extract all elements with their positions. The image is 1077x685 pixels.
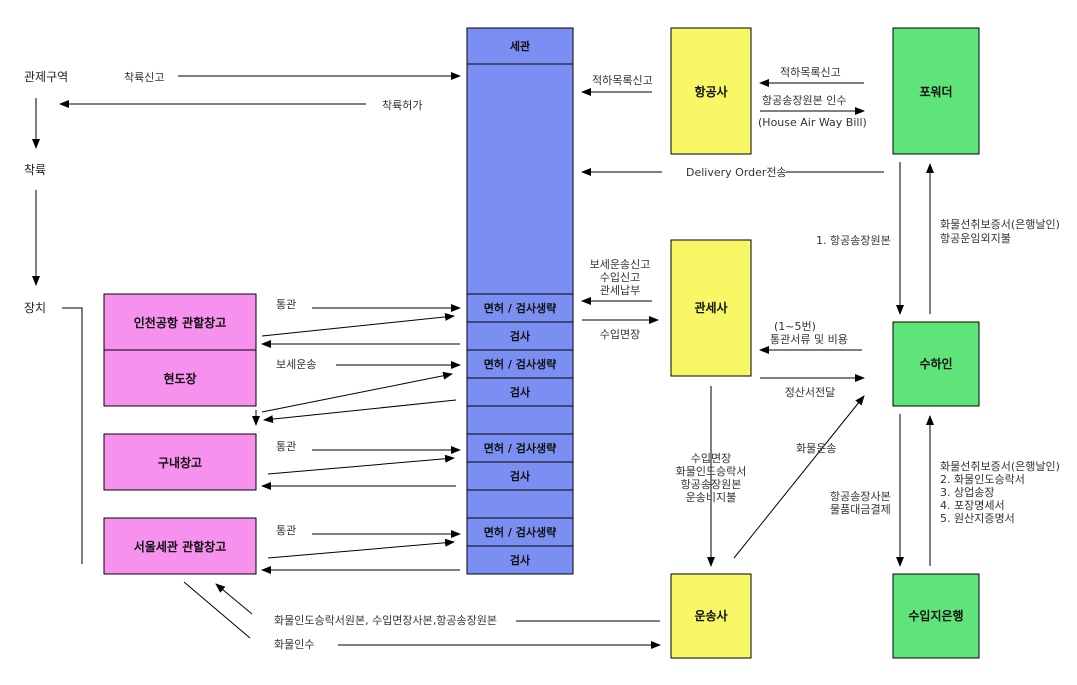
inner-warehouse-box: 구내창고	[103, 433, 257, 491]
delivery-docs-label: 화물인도승락서원본, 수입면장사본,항공송장원본	[274, 614, 497, 627]
customs-cell	[466, 517, 574, 547]
import-bank-box: 수입지은행	[892, 573, 980, 659]
airline-box: 항공사	[670, 27, 752, 155]
forwarder-box: 포워더	[892, 27, 980, 155]
consignee-box: 수하인	[892, 321, 980, 407]
customs-cell	[466, 293, 574, 323]
incheon-warehouse-label: 인천공항 관할창고	[134, 315, 227, 330]
hawb-handover-label: 항공송장원본 인수	[762, 94, 846, 107]
customs-broker-box: 관세사	[670, 239, 752, 377]
guarantee-label-2: 항공운임외지불	[940, 232, 1011, 245]
import-license-label: 수입면장	[600, 328, 640, 341]
field-site-box: 현도장	[103, 349, 257, 407]
transport-docs-label-3: 항공송장원본	[681, 478, 742, 491]
bank-docs-label-2: 물품대금결제	[830, 503, 891, 516]
delivery-order-label: Delivery Order전송	[686, 166, 787, 179]
landing-report-label: 착륙신고	[124, 71, 164, 84]
broker-filing-label-3: 관세납부	[600, 284, 640, 297]
transport-docs-label-2: 화물인도승락서	[676, 465, 747, 478]
customs-broker-label: 관세사	[694, 300, 727, 315]
incheon-warehouse-box: 인천공항 관할창고	[103, 293, 257, 351]
seoul-warehouse-label: 서울세관 관할창고	[134, 539, 227, 554]
cargo-transport-label: 화물운송	[796, 442, 836, 455]
inner-to-customs-arrow	[267, 454, 455, 475]
customs-cell-label: 면허 / 검사생략	[484, 525, 556, 539]
docs-label-2: 통관서류 및 비용	[770, 333, 848, 346]
customs-cell-label: 면허 / 검사생략	[484, 301, 556, 315]
customs-cell	[466, 545, 574, 575]
forwarder-label: 포워더	[919, 84, 952, 99]
field-site-label: 현도장	[163, 371, 196, 386]
guarantee-label-1: 화물선취보증서(은행날인)	[940, 218, 1060, 231]
transporter-label: 운송사	[694, 608, 727, 623]
transporter-box: 운송사	[670, 573, 752, 659]
customs-cell-label: 면허 / 검사생략	[484, 357, 556, 371]
bank-list-label-1: 화물선취보증서(은행날인)	[940, 460, 1060, 473]
bank-docs-label-1: 항공송장사본	[830, 490, 891, 503]
manifest-to-customs-label: 적하목록신고	[592, 73, 653, 87]
hawb-en-label: (House Air Way Bill)	[758, 116, 867, 129]
incheon-to-customs-arrow	[261, 312, 455, 337]
customs-body	[466, 63, 574, 295]
landing-label: 착륙	[24, 163, 46, 177]
docs-label-1: (1~5번)	[774, 320, 816, 333]
bonded-transport-label: 보세운송	[276, 358, 316, 371]
customs-header-label: 세관	[510, 39, 530, 53]
bank-list-label-3: 3. 상업송장	[940, 486, 994, 499]
bank-list-label-5: 5. 원산지증명서	[940, 512, 1015, 525]
device-bracket-line	[62, 307, 83, 564]
customs-to-inner-arrow	[263, 399, 457, 424]
cargo-receipt-label: 화물인수	[274, 638, 314, 651]
bank-list-label-4: 4. 포장명세서	[940, 499, 1005, 512]
customs-cell	[466, 349, 574, 379]
clearance-label-1: 통관	[276, 298, 296, 311]
customs-cell-label: 검사	[510, 469, 531, 483]
clearance-label-3: 통관	[276, 524, 296, 537]
inner-warehouse-label: 구내창고	[158, 455, 202, 470]
bank-list-label-2: 2. 화물인도승락서	[940, 473, 1025, 486]
customs-cell-label: 면허 / 검사생략	[484, 441, 556, 455]
seoul-warehouse-box: 서울세관 관할창고	[103, 517, 257, 575]
customs-zone-label: 관제구역	[24, 70, 68, 84]
cargo-transport-arrow	[733, 395, 865, 559]
import-bank-label: 수입지은행	[908, 608, 963, 623]
airline-label: 항공사	[694, 84, 727, 99]
manifest-from-forwarder-label: 적하목록신고	[780, 65, 841, 79]
awb-original-label: 1. 항공송장원본	[816, 234, 891, 247]
customs-header-box	[466, 27, 574, 65]
device-label: 장치	[24, 301, 46, 315]
customs-cell-label: 검사	[510, 385, 531, 399]
consignee-label: 수하인	[919, 356, 952, 371]
clearance-label-2: 통관	[276, 440, 296, 453]
broker-filing-label-1: 보세운송신고	[590, 258, 651, 271]
delivery-docs-arrow	[215, 583, 253, 615]
settlement-label: 정산서전달	[785, 386, 836, 399]
customs-spacer	[466, 489, 574, 519]
broker-filing-label-2: 수입신고	[600, 271, 640, 284]
seoul-to-customs-arrow	[267, 538, 455, 559]
customs-cell-label: 검사	[510, 553, 531, 567]
customs-cell-label: 검사	[510, 329, 531, 343]
warehouse-out-line	[183, 581, 251, 639]
customs-spacer	[466, 405, 574, 435]
transport-docs-label-1: 수입면장	[691, 452, 731, 465]
customs-cell	[466, 433, 574, 463]
landing-permit-label: 착륙허가	[382, 99, 422, 112]
field-to-customs-arrow	[261, 371, 453, 413]
customs-column: 세관 면허 / 검사생략 검사 면허 / 검사생략 검사 면허 / 검사생략 검…	[466, 27, 574, 575]
transport-docs-label-4: 운송비지불	[686, 491, 737, 504]
